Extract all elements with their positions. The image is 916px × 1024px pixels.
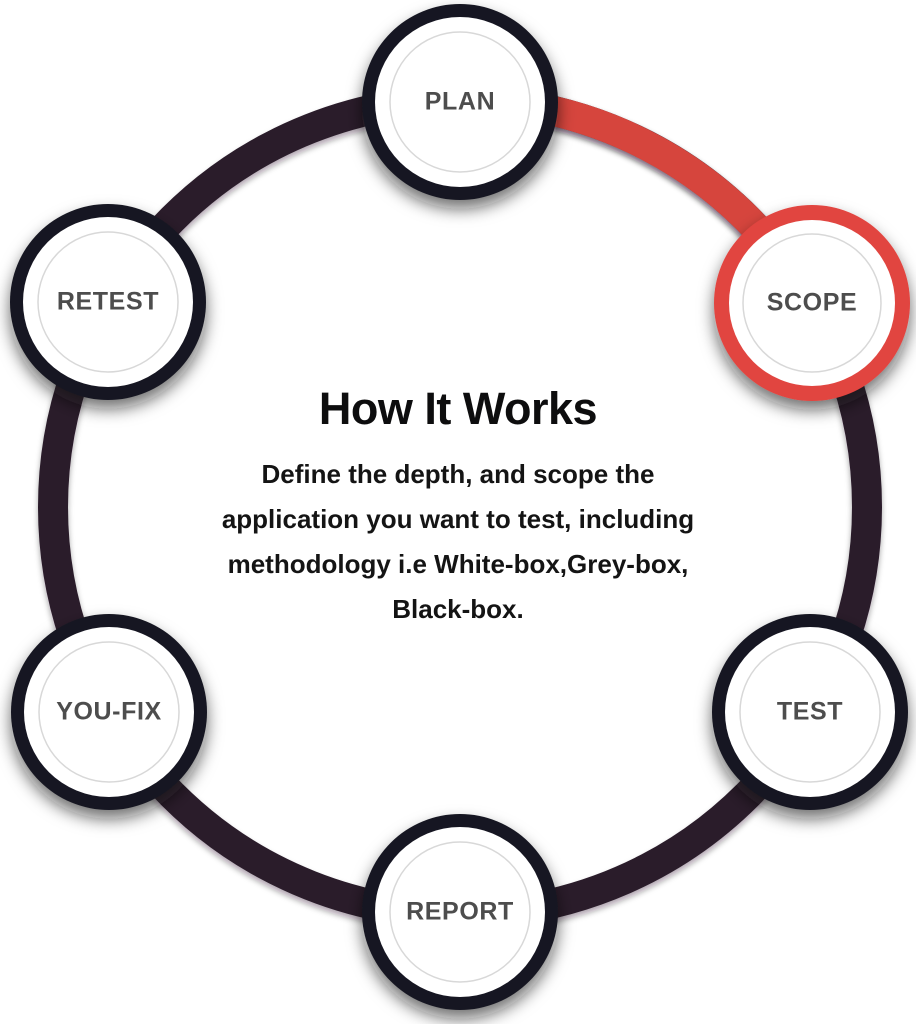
- center-copy: How It Works Define the depth, and scope…: [148, 386, 768, 632]
- description-line: methodology i.e White-box,Grey-box,: [227, 549, 689, 579]
- description-line: Black-box.: [392, 594, 524, 624]
- node-report-face: [375, 827, 545, 997]
- node-label-report[interactable]: REPORT: [406, 897, 514, 926]
- description-line: Define the depth, and scope the: [261, 459, 655, 489]
- node-scope-face: [729, 220, 895, 386]
- node-report[interactable]: [362, 814, 558, 1010]
- node-you-fix-face: [24, 627, 194, 797]
- node-label-retest[interactable]: RETEST: [56, 287, 160, 316]
- node-you-fix-inner-outline: [38, 641, 180, 783]
- section-description: Define the depth, and scope the applicat…: [148, 452, 768, 632]
- node-label-scope[interactable]: SCOPE: [766, 288, 858, 317]
- node-scope-inner-outline: [742, 233, 882, 373]
- node-you-fix[interactable]: [11, 614, 207, 810]
- node-scope[interactable]: [714, 205, 910, 401]
- description-line: application you want to test, including: [221, 504, 695, 534]
- node-label-you-fix[interactable]: YOU-FIX: [56, 697, 162, 726]
- node-test[interactable]: [712, 614, 908, 810]
- node-label-test[interactable]: TEST: [776, 697, 844, 726]
- node-retest-inner-outline: [37, 231, 179, 373]
- node-test-inner-outline: [739, 641, 881, 783]
- node-report-inner-outline: [389, 841, 531, 983]
- node-retest[interactable]: [10, 204, 206, 400]
- node-plan[interactable]: [362, 4, 558, 200]
- node-test-face: [725, 627, 895, 797]
- node-plan-inner-outline: [389, 31, 531, 173]
- section-title: How It Works: [318, 383, 598, 434]
- node-retest-face: [23, 217, 193, 387]
- node-label-plan[interactable]: PLAN: [424, 87, 496, 116]
- node-plan-face: [375, 17, 545, 187]
